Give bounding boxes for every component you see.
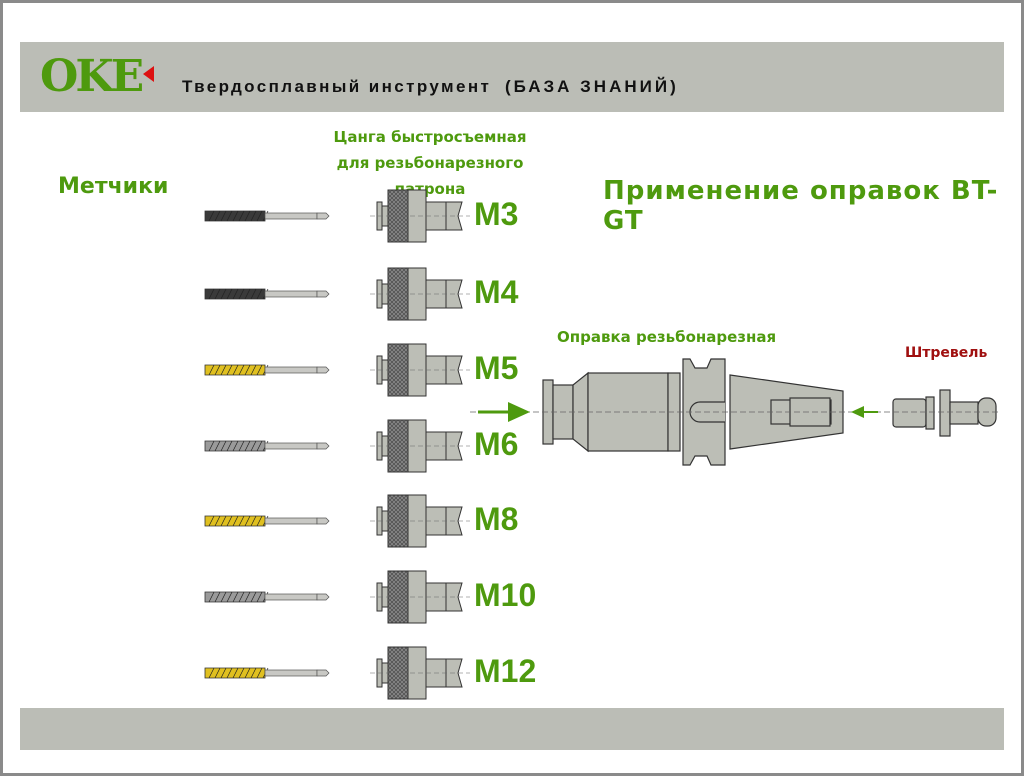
- pull-stud: [892, 389, 997, 437]
- arrow-left-icon: [851, 406, 878, 418]
- arrow-right-icon: [478, 402, 530, 422]
- tap-M10: [204, 591, 330, 603]
- header-title: Твердосплавный инструмент: [182, 77, 492, 96]
- logo: OKE: [40, 51, 144, 102]
- tap-M6: [204, 440, 330, 452]
- size-label: M8: [474, 501, 519, 537]
- collet-M8: [370, 494, 470, 548]
- collet-M6: [370, 419, 470, 473]
- pullstud-label: Штревель: [905, 345, 988, 361]
- collet-title: Цанга быстросъемная для резьбонарезного п…: [300, 124, 560, 202]
- size-label: M4: [474, 274, 519, 310]
- taps-title: Метчики: [58, 174, 169, 199]
- logo-mark-icon: [143, 66, 154, 82]
- collet-M5: [370, 343, 470, 397]
- tap-M5: [204, 364, 330, 376]
- collet-M3: [370, 189, 470, 243]
- tap-M3: [204, 210, 330, 222]
- collet-M12: [370, 646, 470, 700]
- holder-label: Оправка резьбонарезная: [557, 328, 777, 346]
- tap-M4: [204, 288, 330, 300]
- header-tag: (БАЗА ЗНАНИЙ): [505, 77, 679, 96]
- size-label: M6: [474, 426, 519, 462]
- size-label: M12: [474, 653, 537, 689]
- size-label: M3: [474, 196, 519, 232]
- collet-title-line1: Цанга быстросъемная: [333, 128, 527, 146]
- footer-bar: [20, 708, 1004, 750]
- size-label: M5: [474, 350, 519, 386]
- tap-M12: [204, 667, 330, 679]
- collet-title-line2: для резьбонарезного патрона: [336, 154, 524, 198]
- collet-M10: [370, 570, 470, 624]
- tap-M8: [204, 515, 330, 527]
- collet-M4: [370, 267, 470, 321]
- apply-title: Применение оправок BT- GT: [603, 176, 999, 236]
- header-bar: [20, 42, 1004, 112]
- size-label: M10: [474, 577, 537, 613]
